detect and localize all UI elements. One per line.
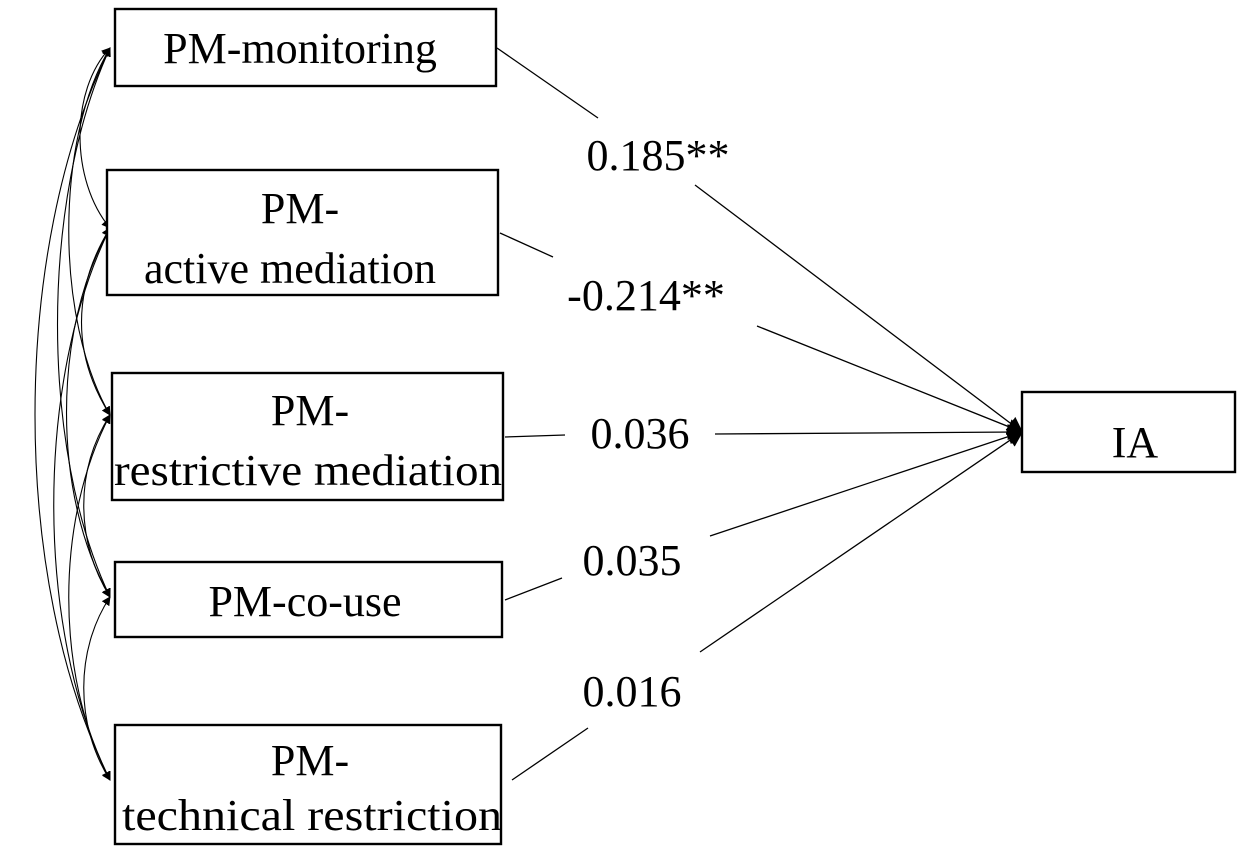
path-restrictive-segment-1 [504,434,566,438]
path-couse-segment-2 [709,428,1024,537]
path-technical-segment-1 [511,727,589,781]
predictor-label-line2: technical restriction [122,791,502,840]
regression-paths [496,47,1024,781]
outcome-label: IA [1112,418,1159,467]
path-technical-segment-2 [699,431,1024,653]
predictor-box-monitoring: PM-monitoring [113,7,498,88]
predictor-label-line1: PM- [271,386,349,435]
path-active-segment-1 [499,232,554,258]
coefficient-restrictive: 0.036 [591,409,690,458]
covariance-restrictive-couse [83,414,111,598]
predictor-label-line1: PM- [271,736,349,785]
predictor-label-line1: PM- [261,184,339,233]
predictor-box-couse: PM-co-use [113,560,504,639]
coefficient-labels: 0.185** -0.214** 0.036 0.035 0.016 [567,131,729,716]
path-monitoring-segment-2 [694,184,1024,433]
covariance-monitoring-active [79,47,111,229]
coefficient-active: -0.214** [567,271,725,320]
coefficient-technical: 0.016 [583,667,682,716]
path-monitoring-segment-1 [496,47,599,119]
coefficient-monitoring: 0.185** [587,131,730,180]
predictor-label-line2: active mediation [144,244,436,293]
covariance-monitoring-restrictive [68,47,111,416]
covariance-arcs [34,47,111,781]
predictor-label-line2: restrictive mediation [114,446,502,495]
path-couse-segment-1 [504,577,563,601]
covariance-monitoring-couse [57,47,111,598]
predictor-label: PM-monitoring [163,24,437,73]
predictor-box-technical: PM- technical restriction [113,723,503,846]
path-active-segment-2 [756,325,1024,435]
covariance-restrictive-technical [68,414,111,781]
covariance-monitoring-technical [34,47,111,781]
covariance-couse-technical [83,596,111,781]
predictor-box-active: PM- active mediation [105,168,500,297]
outcome-box-ia: IA [1020,390,1237,474]
predictor-box-restrictive: PM- restrictive mediation [110,371,505,502]
predictor-label: PM-co-use [208,577,401,626]
path-restrictive-segment-2 [714,424,1024,441]
coefficient-couse: 0.035 [583,536,682,585]
